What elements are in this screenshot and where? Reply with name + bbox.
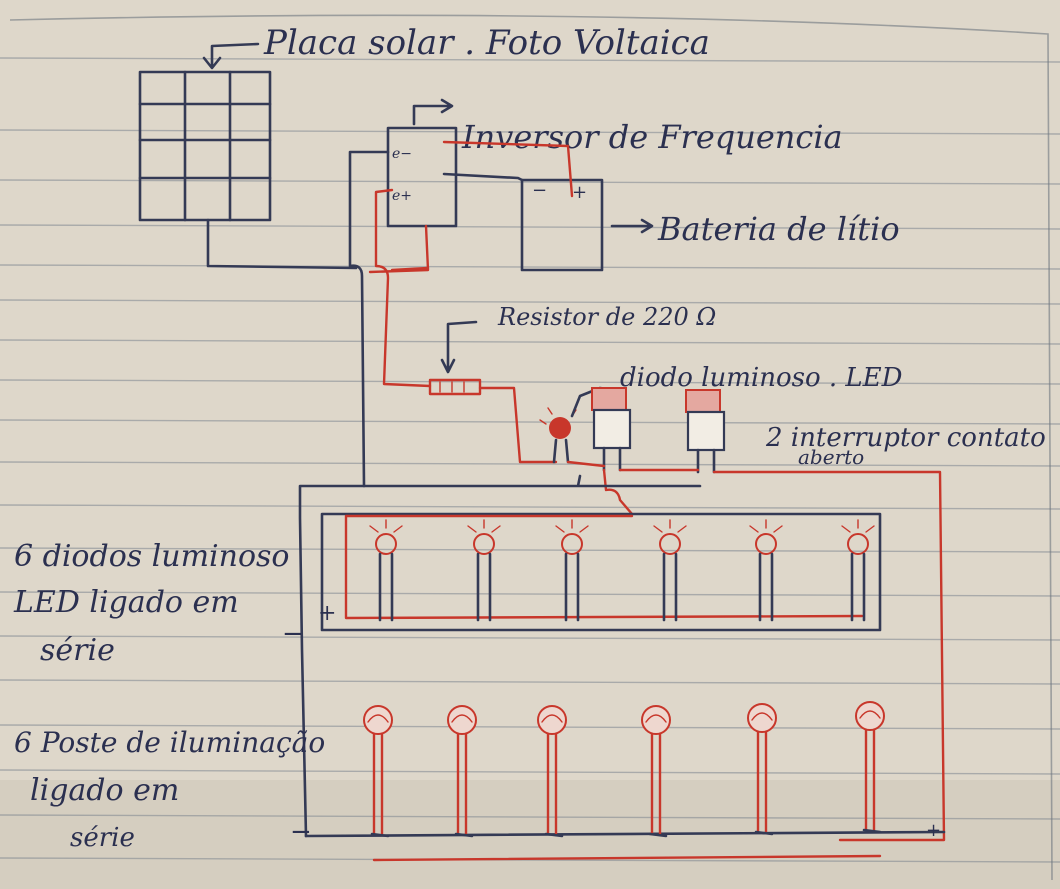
led-row-minus: − [282,619,304,649]
wire-inverter-battery-red [442,140,574,198]
led-row-red-frame [344,514,864,620]
switch-label-line1: 2 interruptor contato [765,423,1046,453]
led-row-plus: + [318,601,336,626]
battery [520,178,604,272]
page-border [9,14,1053,881]
lamp-post-6 [855,701,885,834]
indicator-led [549,417,571,439]
resistor-arrow [440,320,478,374]
ruled-lines [0,57,1060,863]
poles-bus-red [372,854,882,862]
poles-row-label-line2: ligado em [30,773,179,808]
inverter-neg-marker: e− [392,146,412,162]
wire-inverter-battery-dark [442,172,524,182]
led-row [369,519,875,622]
lamp-post-1 [363,705,393,838]
lamp-post-4 [641,705,671,838]
wire-inverter-red-down [368,224,430,274]
battery-arrow [610,218,654,234]
lamp-post-3 [537,705,567,838]
switch-2 [685,389,726,474]
inverter-pos-marker: e+ [392,188,412,204]
battery-label: Bateria de lítio [657,210,900,248]
battery-pos-marker: + [572,182,587,203]
battery-neg-marker: − [532,180,547,201]
series-led-1 [369,519,403,622]
pole-row [363,701,885,838]
series-led-6 [841,519,875,622]
series-led-2 [467,519,501,622]
inverter-label: Inversor de Frequencia [461,118,843,156]
solar-panel-label: Placa solar . Foto Voltaica [263,23,710,63]
wire-inverter-down-dark [348,150,390,488]
inverter-arrow [412,98,454,126]
wire-switches-red [566,460,946,842]
leds-row-label-line1: 6 diodos luminoso [14,539,289,574]
poles-row-minus: − [290,817,312,847]
series-led-4 [653,519,687,622]
series-led-3 [555,519,589,622]
poles-row-label-line3: série [70,823,135,853]
resistor-label: Resistor de 220 Ω [497,303,716,331]
poles-row-label-line1: 6 Poste de iluminação [14,726,325,759]
solar-panel-arrow [202,42,260,70]
inverter [386,126,458,228]
main-frame-dark [298,474,702,838]
leds-row-label-line3: série [40,633,115,668]
wire-panel-dark [206,218,358,270]
led-label: diodo luminoso . LED [620,363,903,393]
wire-inverter-red-loop [374,188,432,388]
lamp-post-2 [447,705,477,838]
switch-1 [591,387,632,472]
series-led-5 [749,519,783,622]
leds-row-label-line2: LED ligado em [13,585,239,620]
switch-label-line2: aberto [798,445,864,469]
wire-resistor-led [478,386,558,464]
solar-panel [138,70,272,222]
wire-inverter-to-panel-red [390,266,430,272]
poles-bus-dark [304,830,946,838]
poles-row-plus: + [926,820,941,841]
lamp-post-5 [747,703,777,836]
wire-switch-to-leds-red [602,468,634,516]
led-row-box [320,512,882,632]
